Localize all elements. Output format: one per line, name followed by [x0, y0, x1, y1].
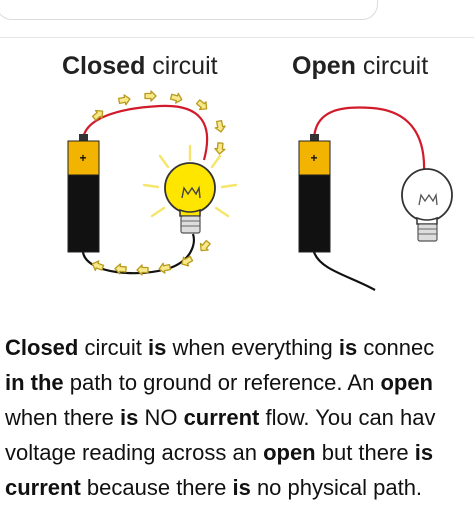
text-run: when everything — [166, 335, 339, 360]
circuit-diagram-svg: Closed circuit Open circuit — [62, 52, 453, 291]
answer-text-line: current because there is no physical pat… — [5, 470, 474, 505]
text-run: no physical path. — [250, 475, 423, 500]
text-run: but there — [315, 440, 415, 465]
open-circuit: + — [298, 106, 453, 291]
bold-run: current — [183, 405, 260, 430]
open-battery-plus: + — [310, 151, 317, 165]
bold-run: is — [148, 335, 167, 360]
text-run: circuit — [78, 335, 149, 360]
flow-arrow — [114, 263, 127, 275]
closed-circuit-title: Closed circuit — [62, 52, 218, 80]
closed-circuit: + — [67, 90, 238, 276]
text-run: voltage reading across an — [5, 440, 264, 465]
current-flow-arrows — [91, 90, 226, 276]
bold-run: is — [119, 405, 139, 430]
answer-text: Closed circuit is when everything is con… — [5, 330, 474, 505]
flow-arrow — [199, 239, 211, 252]
answer-text-line: Closed circuit is when everything is con… — [5, 330, 474, 365]
flow-arrow — [144, 90, 157, 102]
flow-arrow — [214, 119, 226, 133]
closed-battery: + — [67, 134, 100, 253]
open-black-wire — [312, 251, 376, 291]
flow-arrow — [169, 92, 183, 104]
circuit-illustration: Closed circuit Open circuit — [0, 38, 474, 318]
flow-arrow — [91, 109, 104, 121]
text-run: because there — [80, 475, 233, 500]
flow-arrow — [181, 255, 194, 267]
bulb-glow-rays — [142, 144, 238, 218]
text-run: path to ground or reference. An — [63, 370, 381, 395]
flow-arrow — [214, 142, 226, 155]
flow-arrow — [158, 262, 172, 274]
bold-run: Closed — [5, 335, 79, 360]
open-red-wire — [312, 106, 426, 174]
bold-run: is — [232, 475, 251, 500]
flow-arrow — [136, 264, 149, 276]
closed-battery-plus: + — [79, 151, 86, 165]
answer-text-line: voltage reading across an open but there… — [5, 435, 474, 470]
bold-run: is — [338, 335, 358, 360]
flow-arrow — [91, 260, 105, 272]
text-run: flow. You can hav — [259, 405, 436, 430]
bold-run: is — [414, 440, 434, 465]
text-run: NO — [138, 405, 184, 430]
text-run: connec — [357, 335, 435, 360]
answer-text-line: in the path to ground or reference. An o… — [5, 365, 474, 400]
answer-text-line: when there is NO current flow. You can h… — [5, 400, 474, 435]
bold-run: open — [263, 440, 316, 465]
open-circuit-title: Open circuit — [292, 52, 428, 80]
bold-run: current — [5, 475, 81, 500]
divider — [0, 37, 474, 38]
text-run: when there — [5, 405, 120, 430]
bold-run: open — [380, 370, 433, 395]
open-battery: + — [298, 134, 331, 253]
flow-arrow — [117, 94, 131, 106]
flow-arrow — [195, 99, 208, 111]
search-field[interactable] — [0, 0, 378, 20]
top-bar — [0, 0, 474, 38]
lit-bulb — [164, 162, 216, 234]
unlit-bulb — [401, 168, 453, 242]
bold-run: in the — [5, 370, 64, 395]
closed-red-wire — [81, 104, 209, 161]
